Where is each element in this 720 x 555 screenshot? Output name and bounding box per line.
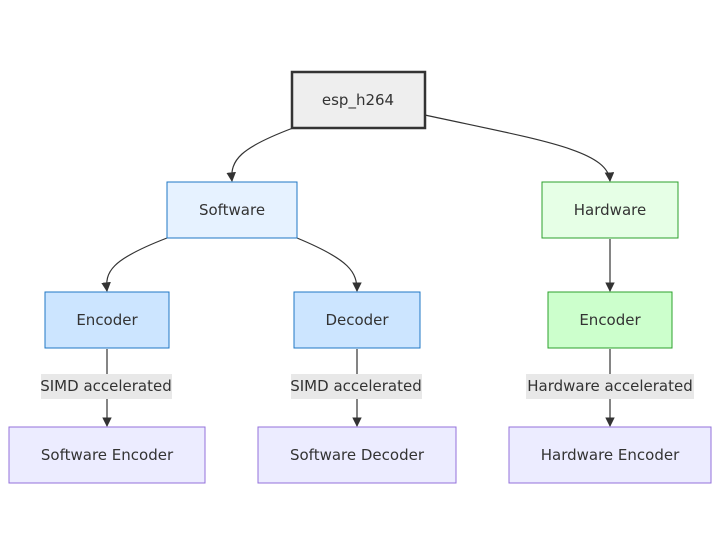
edge-label-sw-encoder: SIMD accelerated [40, 374, 172, 399]
node-label: Hardware [574, 201, 646, 219]
edge-root-to-software [226, 127, 294, 182]
node-hardware-encoder[interactable]: Hardware Encoder [508, 426, 712, 484]
edge-label-bg [41, 374, 172, 399]
edge-software-to-encoder [101, 237, 168, 292]
node-sw-decoder[interactable]: Decoder [293, 291, 421, 349]
edge-software-to-decoder [296, 237, 362, 292]
node-label: Software Encoder [41, 446, 174, 464]
edge-label-bg [291, 374, 422, 399]
edge-label-text: SIMD accelerated [290, 377, 422, 395]
node-box [290, 70, 427, 130]
edge-label-sw-decoder: SIMD accelerated [290, 374, 422, 399]
node-label: Encoder [76, 311, 138, 329]
node-box [508, 426, 712, 484]
node-label: Hardware Encoder [541, 446, 680, 464]
node-box [166, 181, 298, 239]
node-hardware[interactable]: Hardware [541, 181, 679, 239]
node-box [44, 291, 170, 349]
node-box [257, 426, 457, 484]
node-label: Software Decoder [290, 446, 425, 464]
node-label: Decoder [325, 311, 389, 329]
node-esp-h264[interactable]: esp_h264 [290, 70, 427, 130]
node-software-encoder[interactable]: Software Encoder [8, 426, 206, 484]
edge-label-text: SIMD accelerated [40, 377, 172, 395]
edge-label-bg [526, 374, 694, 399]
node-label: esp_h264 [322, 91, 394, 110]
edge-root-to-hardware [424, 114, 615, 182]
edge-label-text: Hardware accelerated [527, 377, 693, 395]
node-box [547, 291, 673, 349]
node-hw-encoder[interactable]: Encoder [547, 291, 673, 349]
node-box [541, 181, 679, 239]
edge-label-hw-encoder: Hardware accelerated [526, 374, 694, 399]
node-label: Encoder [579, 311, 641, 329]
node-sw-encoder[interactable]: Encoder [44, 291, 170, 349]
node-label: Software [199, 201, 265, 219]
node-box [8, 426, 206, 484]
node-software-decoder[interactable]: Software Decoder [257, 426, 457, 484]
node-software[interactable]: Software [166, 181, 298, 239]
node-box [293, 291, 421, 349]
